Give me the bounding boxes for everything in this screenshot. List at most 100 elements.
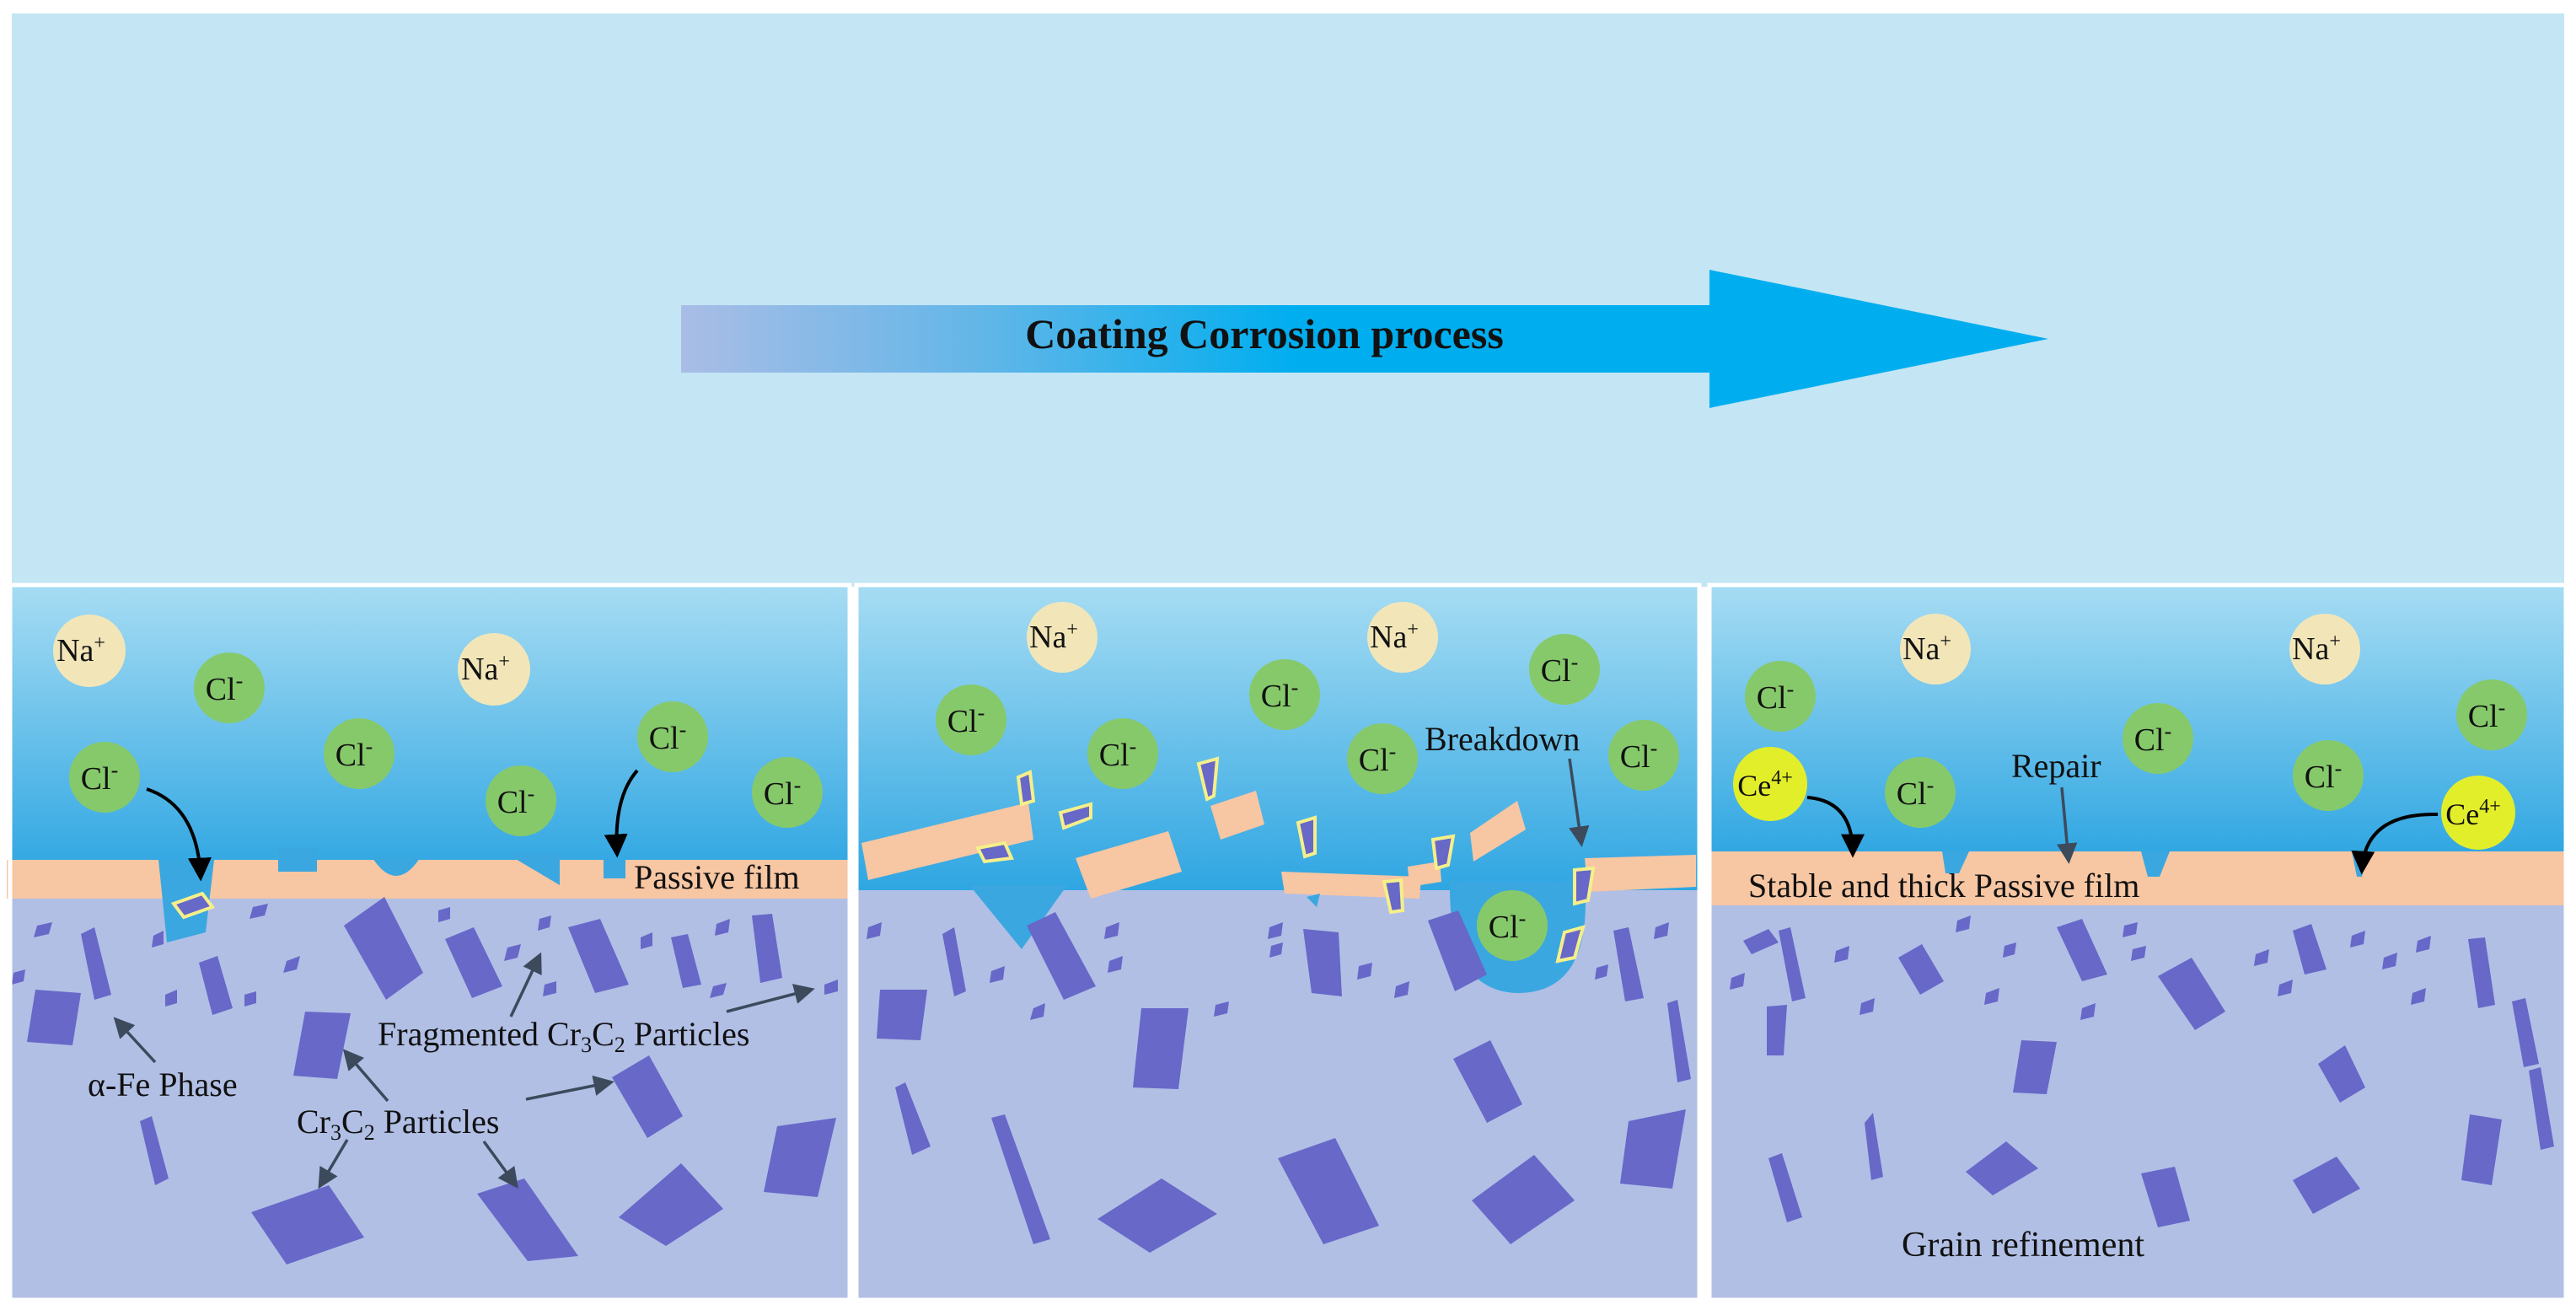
fragment: [504, 944, 521, 961]
na-ion-label: Na+: [1029, 619, 1078, 655]
cl-ion-label: Cl-: [1897, 773, 1935, 812]
cl-ion: [936, 685, 1006, 755]
cr3c2-particle: [1743, 929, 1779, 954]
cr3c2-particle: [140, 1116, 169, 1185]
cr3c2-particle: [2057, 919, 2107, 981]
cr3c2-particle: [1613, 927, 1644, 1001]
fragment: [1030, 1003, 1045, 1020]
panel-1-substrate: [12, 899, 848, 1298]
fragment: [710, 983, 727, 998]
ce-repair-arrow: [2351, 812, 2439, 875]
cr3c2-particle: [251, 1185, 364, 1264]
cr3c2-particle: [2468, 937, 2495, 1008]
panel-1-attack-arrow: [146, 787, 212, 882]
cr3c2-leader: [525, 1075, 614, 1101]
fragment: [975, 840, 1014, 864]
panel-1-attack-arrow: [604, 769, 639, 858]
cr3c2-particle: [445, 927, 502, 998]
cl-ion: [2123, 703, 2193, 774]
cl-ion: [637, 701, 708, 772]
cr3c2-particle: [2293, 1157, 2360, 1214]
cr3c2-particle: [1667, 1000, 1691, 1082]
cr3c2-particle: [2141, 1167, 2190, 1227]
fragmented-cr3c2-label: Fragmented Cr3C2 Particles: [378, 1015, 749, 1057]
cr3c2-particle: [1865, 1113, 1883, 1180]
fragment: [1296, 815, 1317, 859]
cr3c2-leader: [482, 1140, 518, 1189]
fragment: [1956, 915, 1971, 932]
panel-3: Na+ Na+ Cl- Cl- Cl- Cl- Cl- Ce4+ Ce4+ Re…: [1711, 587, 2564, 1298]
cr3c2-particle: [81, 927, 111, 1000]
na-ion: [1367, 602, 1438, 673]
cl-ion-label: Cl-: [497, 781, 535, 820]
cl-ion: [1087, 718, 1158, 789]
fragment: [2003, 942, 2016, 958]
cr3c2-leader: [342, 1049, 389, 1103]
top-band: [12, 13, 2564, 587]
cl-ion: [486, 765, 556, 836]
cr3c2-particle: [1133, 1008, 1189, 1089]
panel-2-fragments: [975, 756, 1596, 964]
repair-label: Repair: [2011, 747, 2101, 785]
cr3c2-particle: [293, 1012, 351, 1079]
cl-ion: [2456, 679, 2527, 750]
fragment: [1108, 956, 1123, 973]
cr3c2-particle: [942, 927, 966, 996]
fragment: [1860, 998, 1875, 1015]
fragment: [1104, 922, 1119, 939]
fragment: [34, 922, 52, 937]
fragment: [2080, 1003, 2096, 1020]
fragment: [2416, 936, 2431, 953]
stable-film-label: Stable and thick Passive film: [1748, 867, 2139, 905]
panel-3-border: [1707, 583, 2568, 1302]
broken-film: [861, 803, 1033, 880]
fragment: [12, 969, 25, 985]
cr3c2-particle: [671, 934, 701, 988]
na-ion-label: Na+: [2292, 631, 2341, 667]
alpha-fe-leader: [113, 1017, 157, 1064]
cr3c2-particle: [2529, 1067, 2554, 1150]
cr3c2-particle: [877, 990, 927, 1040]
grain-refinement-label: Grain refinement: [1902, 1226, 2144, 1264]
fragment: [641, 932, 652, 949]
passive-film-label: Passive film: [634, 858, 800, 896]
panel-1-pit: [373, 858, 420, 876]
process-arrow-shape: [681, 270, 2048, 408]
cr3c2-particle: [199, 956, 233, 1015]
cr3c2-particle: [764, 1118, 836, 1197]
fragment: [1214, 1001, 1229, 1017]
broken-film: [1210, 791, 1264, 840]
na-ion: [2289, 614, 2360, 685]
panel-3-ions: Na+ Na+ Cl- Cl- Cl- Cl- Cl- Ce4+ Ce4+: [1733, 614, 2527, 850]
panel-1-pit: [278, 848, 317, 872]
cr3c2-particle: [1303, 929, 1342, 996]
fragmented-leader: [726, 984, 815, 1013]
process-arrow: Coating Corrosion process: [681, 270, 2048, 408]
na-ion: [1900, 614, 1971, 685]
panel-2-particles: [867, 910, 1691, 1253]
fragment: [538, 915, 551, 931]
cr3c2-particle: [2158, 958, 2225, 1030]
fragment: [990, 966, 1005, 983]
cl-ion-label: Cl-: [81, 758, 119, 797]
panel-1-particle-in-pit: [170, 891, 216, 920]
cr3c2-particle: [2318, 1045, 2365, 1103]
fragment: [2278, 980, 2293, 996]
cr3c2-particle: [568, 919, 629, 993]
panel-3-pit: [2141, 851, 2170, 877]
fragment: [1269, 942, 1283, 958]
fragment: [2411, 988, 2426, 1005]
fragment: [1394, 981, 1409, 998]
cl-ion-label: Cl-: [764, 773, 802, 812]
cr3c2-particle: [477, 1178, 578, 1261]
cl-ion: [1745, 661, 1816, 732]
cl-ion-label: Cl-: [1620, 736, 1658, 775]
cl-ion: [1249, 659, 1320, 730]
cr3c2-particle: [1768, 1153, 1802, 1222]
cr3c2-particle: [1620, 1109, 1686, 1189]
cl-ion-label: Cl-: [649, 717, 687, 756]
cl-ion: [324, 718, 394, 789]
cl-ion: [1885, 757, 1956, 828]
cr3c2-particle: [1966, 1141, 2038, 1195]
cr3c2-particle: [895, 1082, 931, 1155]
